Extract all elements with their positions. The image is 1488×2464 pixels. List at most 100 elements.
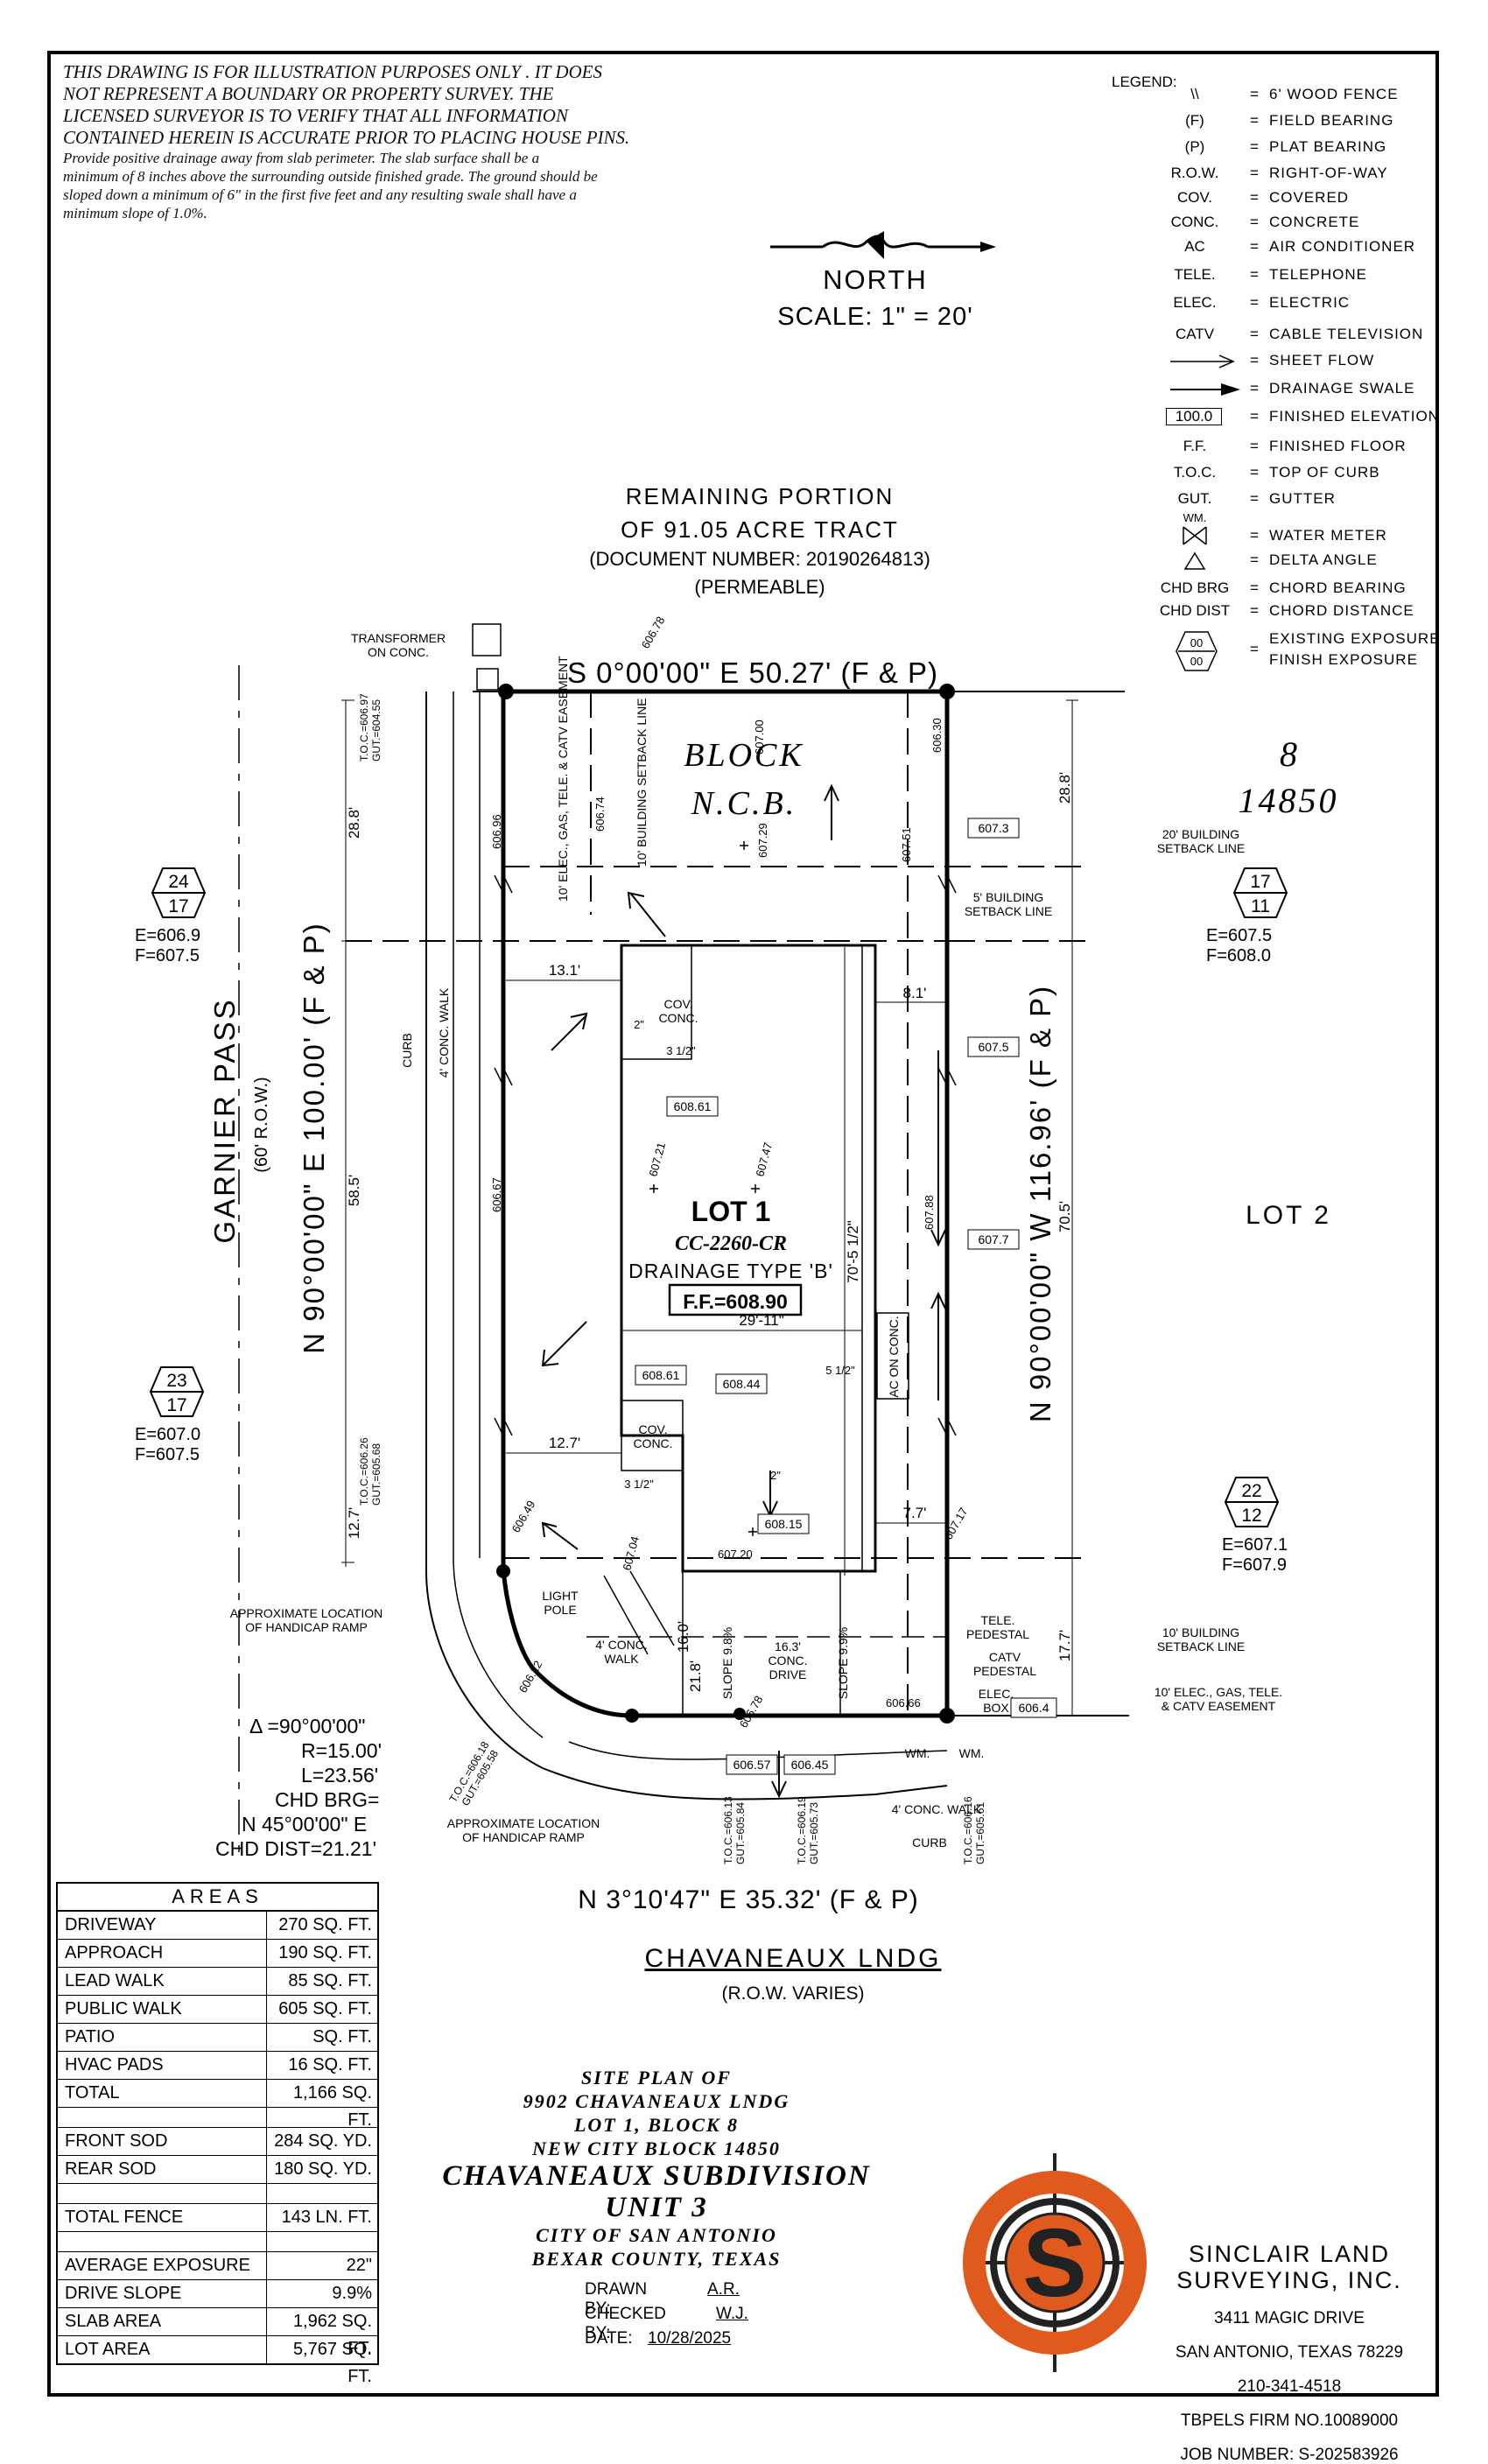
areas-title: AREAS (58, 1884, 377, 1912)
remaining-1: REMAINING PORTION (626, 483, 895, 509)
disclaimer-caps-1: THIS DRAWING IS FOR ILLUSTRATION PURPOSE… (63, 61, 602, 82)
legend-desc: WATER METER (1269, 527, 1387, 544)
legend-desc: SHEET FLOW (1269, 352, 1375, 369)
plan-code: CC-2260-CR (675, 1232, 787, 1255)
corner-pin-curve (625, 1709, 639, 1723)
legend-row: R.O.W.=RIGHT-OF-WAY (1147, 165, 1435, 184)
spot-elev: 607.47 (753, 1141, 775, 1177)
dimension-lines (341, 699, 1078, 1716)
checked-by-label: CHECKED BY: (585, 2305, 666, 2342)
company-phone: 210-341-4518 (1237, 2377, 1342, 2396)
dim-2-a: 2" (634, 1018, 644, 1031)
svg-text:F=607.9: F=607.9 (1222, 1555, 1287, 1575)
svg-text:608.44: 608.44 (723, 1377, 761, 1391)
finished-floor: F.F.=608.90 (683, 1290, 788, 1313)
legend-abbr: GUT. (1177, 490, 1212, 507)
svg-text:T.O.C.=606.19: T.O.C.=606.19 (796, 1796, 808, 1864)
dim-70-5: 70.5' (1056, 1201, 1073, 1232)
ac-conc: AC ON CONC. (887, 1316, 901, 1397)
legend-row: \\=6' WOOD FENCE (1147, 86, 1435, 105)
spot-elev: 606.49 (509, 1499, 538, 1535)
legend-desc: CHORD DISTANCE (1269, 602, 1414, 619)
checked-by-value: W.J. (716, 2305, 748, 2323)
legend-desc: 6' WOOD FENCE (1269, 86, 1399, 102)
title-line-7: CITY OF SAN ANTONIO (536, 2224, 777, 2246)
legend-abbr: T.O.C. (1173, 464, 1217, 481)
elev-box: 607.3 (967, 818, 1020, 839)
setback-5-2: SETBACK LINE (965, 904, 1052, 918)
spot-elev: 606.66 (886, 1696, 921, 1709)
dim-12-7: 12.7' (549, 1435, 580, 1451)
spot-elev: 607.29 (756, 823, 769, 858)
exposure-hex: 22 12 E=607.1 F=607.9 (1222, 1477, 1288, 1575)
elev-box: 608.61 (666, 1096, 719, 1117)
svg-text:GUT.=604.55: GUT.=604.55 (370, 699, 383, 762)
dim-12-7-v: 12.7' (346, 1507, 362, 1539)
svg-text:E=607.1: E=607.1 (1222, 1535, 1288, 1555)
remaining-4: (PERMEABLE) (694, 576, 825, 598)
svg-text:F=607.5: F=607.5 (135, 1445, 200, 1464)
right-bearing: N 90°00'00" W 116.96' (F & P) (1024, 985, 1056, 1422)
spot-elev: 606.96 (490, 814, 503, 849)
svg-text:GUT.=605.68: GUT.=605.68 (370, 1443, 383, 1506)
elev-box: 607.5 (967, 1036, 1020, 1057)
cov-conc-front-1: COV. (664, 997, 693, 1011)
svg-text:00: 00 (1190, 655, 1203, 668)
svg-text:GUT.=605.73: GUT.=605.73 (808, 1802, 820, 1864)
legend-title: LEGEND: (1112, 74, 1177, 90)
svg-text:T.O.C.=606.16: T.O.C.=606.16 (962, 1796, 974, 1864)
sheet-flow-arrows (541, 783, 946, 1799)
ff-box (668, 1283, 803, 1316)
legend-row: COV.=COVERED (1147, 189, 1435, 208)
spot-elev: 606.67 (490, 1177, 503, 1212)
setback-20-2: SETBACK LINE (1157, 841, 1245, 855)
svg-text:R=15.00': R=15.00' (301, 1739, 382, 1762)
drive-1: 16.3' (775, 1639, 801, 1653)
legend-abbr: \\ (1190, 86, 1199, 102)
drainage-type: DRAINAGE TYPE 'B' (628, 1260, 833, 1282)
legend-row: CHD DIST=CHORD DISTANCE (1147, 602, 1435, 621)
legend-row: AC=AIR CONDITIONER (1147, 238, 1435, 257)
handicap-2-a: APPROXIMATE LOCATION (447, 1816, 600, 1830)
svg-text:T.O.C.=606.97: T.O.C.=606.97 (358, 693, 370, 762)
svg-text:608.61: 608.61 (642, 1368, 680, 1382)
legend-row: =SHEET FLOW (1147, 352, 1435, 371)
north-arrow-icon (770, 231, 996, 259)
legend-abbr: F.F. (1183, 438, 1207, 454)
elevation-boxes: 607.3 607.5 608.61 607.7 608.61 608.44 6… (635, 818, 1057, 1775)
company-logo-icon: S (963, 2153, 1147, 2372)
legend-desc: GUTTER (1269, 490, 1336, 507)
conc-walk-1: 4' CONC. (595, 1638, 647, 1652)
svg-text:00: 00 (1190, 636, 1203, 649)
legend-desc: FINISH EXPOSURE (1269, 651, 1418, 668)
company-block: SINCLAIR LAND SURVEYING, INC. 3411 MAGIC… (1145, 2241, 1434, 2464)
remaining-2: OF 91.05 ACRE TRACT (621, 516, 899, 543)
elev-box: 607.7 (967, 1229, 1020, 1250)
elev-box: 606.45 (783, 1754, 836, 1775)
elev-box: 608.15 (757, 1513, 810, 1534)
legend-desc: TELEPHONE (1269, 266, 1367, 283)
legend-desc: DRAINAGE SWALE (1269, 380, 1415, 397)
ncb-number: 14850 (1239, 781, 1339, 820)
svg-text:11: 11 (1251, 896, 1270, 916)
elec-box-2: BOX (983, 1701, 1009, 1715)
drive-2: CONC. (768, 1653, 807, 1667)
street-garnier-row: (60' R.O.W.) (252, 1077, 271, 1172)
svg-text:T.O.C.=606.13: T.O.C.=606.13 (722, 1796, 734, 1864)
fence-marks (494, 874, 957, 1436)
legend-abbr: CHD BRG (1160, 579, 1230, 596)
drive-3: DRIVE (769, 1667, 807, 1681)
driveway (682, 1571, 841, 1716)
dim-29-11: 29'-11" (739, 1312, 784, 1329)
corner-pin-sw (496, 1564, 510, 1578)
legend-desc: FINISHED ELEVATION (1269, 408, 1440, 425)
block-number: 8 (1280, 734, 1297, 774)
cov-conc-garage-1: COV. (639, 1422, 668, 1436)
elev-box: 608.44 (715, 1373, 768, 1394)
